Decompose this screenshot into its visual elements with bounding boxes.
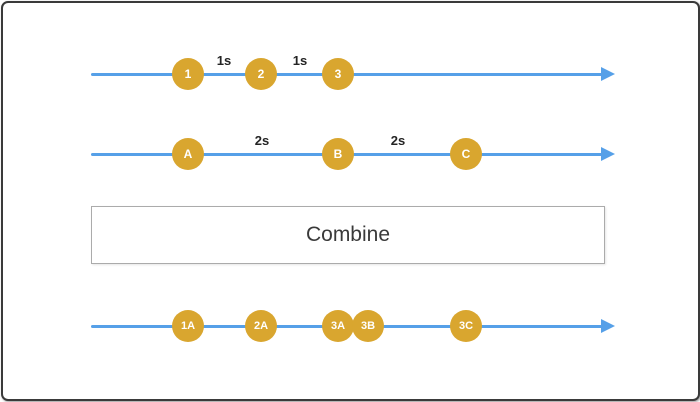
event-marble-1: 1 [172, 58, 204, 90]
event-marble-C: C [450, 138, 482, 170]
event-marble-3B: 3B [352, 310, 384, 342]
event-marble-3C: 3C [450, 310, 482, 342]
event-marble-3: 3 [322, 58, 354, 90]
source-timeline-2-arrowhead-icon [601, 147, 615, 161]
event-marble-2: 2 [245, 58, 277, 90]
event-marble-3A: 3A [322, 310, 354, 342]
event-marble-2A: 2A [245, 310, 277, 342]
event-marble-B: B [322, 138, 354, 170]
source-timeline-2-duration-label: 2s [254, 133, 270, 148]
source-timeline-1-duration-label: 1s [292, 53, 308, 68]
source-timeline-1-duration-label: 1s [216, 53, 232, 68]
combine-label: Combine [305, 223, 391, 246]
combine-box: Combine [91, 206, 605, 264]
output-timeline-arrowhead-icon [601, 319, 615, 333]
source-timeline-1-arrowhead-icon [601, 67, 615, 81]
event-marble-A: A [172, 138, 204, 170]
source-timeline-2-duration-label: 2s [390, 133, 406, 148]
event-marble-1A: 1A [172, 310, 204, 342]
